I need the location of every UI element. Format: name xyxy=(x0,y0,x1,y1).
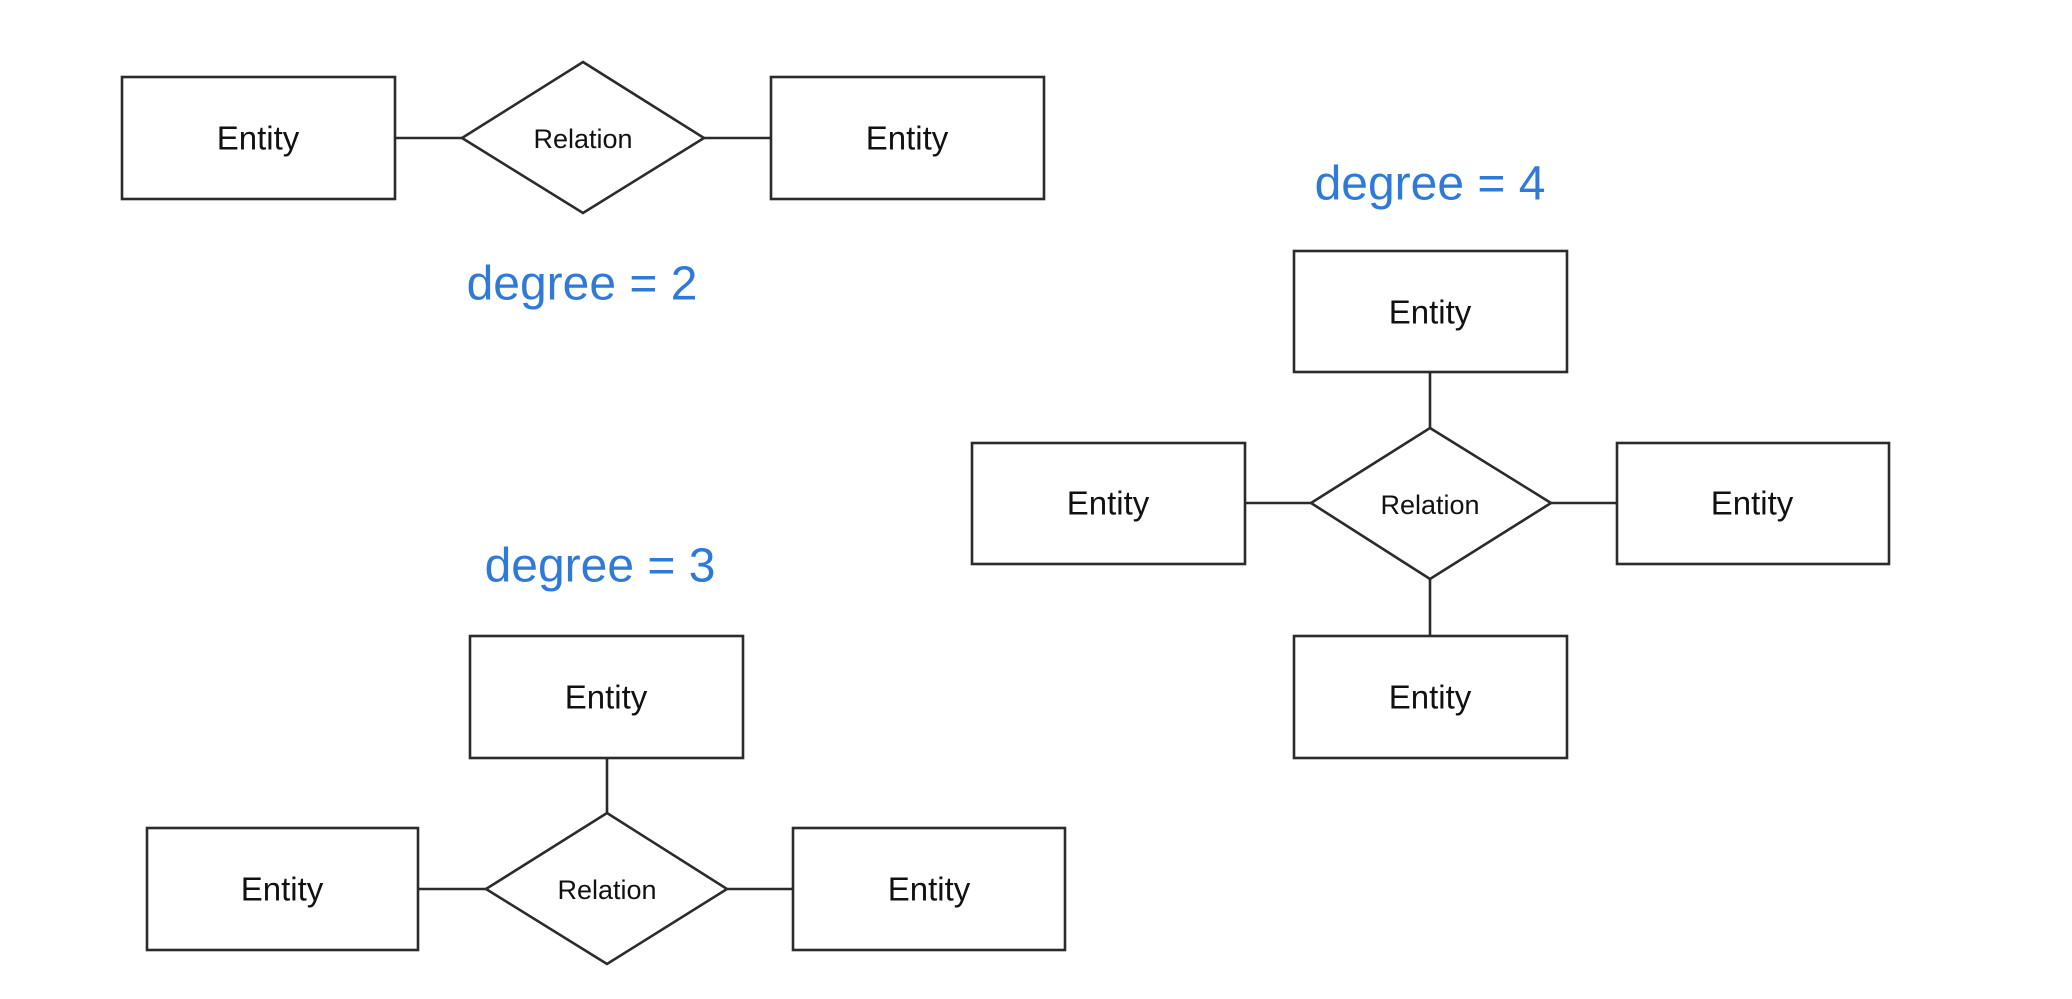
relation-diamond xyxy=(1308,426,1554,581)
relation-diamond xyxy=(483,811,730,966)
entity-label-left: Entity xyxy=(241,871,324,908)
entity-label-bottom: Entity xyxy=(1389,679,1472,716)
entity-box-left xyxy=(970,441,1247,566)
entity-box-right xyxy=(1615,441,1891,566)
entity-box-bottom xyxy=(1292,634,1569,760)
entity-box-left xyxy=(145,826,420,952)
entity-label-right: Entity xyxy=(1711,485,1794,522)
entity-label-left: Entity xyxy=(217,120,300,157)
relation-label: Relation xyxy=(533,124,632,154)
degree-label: degree = 2 xyxy=(467,258,698,311)
diagram-degree-4: Entity Entity Relation Entity Entity deg… xyxy=(970,158,1891,760)
entity-box-left xyxy=(120,75,397,201)
entity-box-top xyxy=(1292,249,1569,374)
entity-label-top: Entity xyxy=(565,679,648,716)
diagram-degree-2: Entity Relation Entity degree = 2 xyxy=(120,60,1046,311)
entity-label-left: Entity xyxy=(1067,485,1150,522)
entity-label-right: Entity xyxy=(888,871,971,908)
relation-label: Relation xyxy=(1380,490,1479,520)
entity-label-top: Entity xyxy=(1389,294,1472,331)
entity-box-top xyxy=(468,634,745,760)
entity-label-right: Entity xyxy=(866,120,949,157)
entity-box-right xyxy=(769,75,1046,201)
relation-diamond xyxy=(459,60,707,215)
diagram-degree-3: Entity Entity Relation Entity degree = 3 xyxy=(145,540,1067,966)
degree-label: degree = 4 xyxy=(1315,158,1546,211)
degree-label: degree = 3 xyxy=(485,540,716,593)
relation-label: Relation xyxy=(557,875,656,905)
entity-box-right xyxy=(791,826,1067,952)
